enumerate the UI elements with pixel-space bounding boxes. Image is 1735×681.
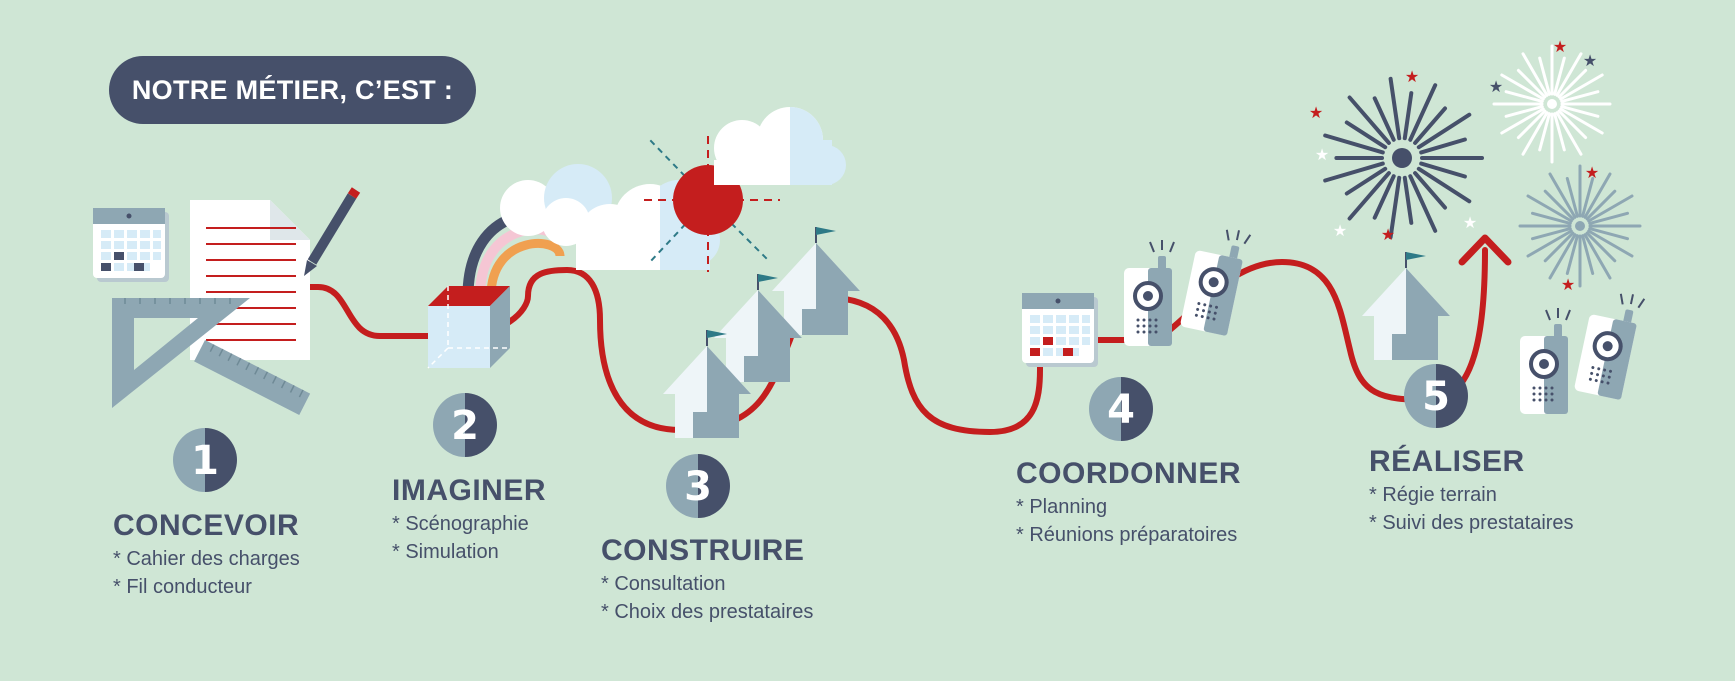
header-title: NOTRE MÉTIER, C’EST : (131, 74, 454, 105)
step-title: IMAGINER (392, 474, 546, 507)
cloud-icon (714, 107, 846, 185)
step-number-badge-5: 5 (1404, 364, 1468, 428)
step-concevoir: CONCEVOIR * Cahier des charges * Fil con… (113, 507, 300, 601)
step-number-badge-2: 2 (433, 393, 497, 457)
svg-text:★: ★ (1585, 163, 1599, 182)
walkie-talkie-icon (1177, 220, 1253, 339)
firework-icon (1323, 76, 1484, 240)
svg-text:★: ★ (1561, 275, 1575, 294)
step-number: 5 (1422, 374, 1450, 420)
firework-icon (1492, 44, 1612, 164)
svg-text:★: ★ (1333, 221, 1347, 240)
step-item: * Scénographie (392, 513, 529, 535)
step-coordonner: COORDONNER * Planning * Réunions prépara… (1016, 455, 1241, 549)
walkie-talkie-icon (1518, 306, 1572, 416)
step-item: * Consultation (601, 573, 726, 595)
step-title: CONCEVOIR (113, 509, 300, 542)
header-pill: NOTRE MÉTIER, C’EST : (109, 56, 476, 124)
step-number: 2 (451, 403, 479, 449)
step-title: RÉALISER (1369, 445, 1525, 478)
svg-text:★: ★ (1463, 213, 1477, 232)
svg-text:★: ★ (1381, 225, 1395, 244)
step-item: * Réunions préparatoires (1016, 524, 1238, 546)
house-icon (771, 226, 861, 336)
step-item: * Planning (1016, 496, 1108, 518)
svg-text:★: ★ (1489, 77, 1503, 96)
svg-text:★: ★ (1405, 67, 1419, 86)
ruler-icon (194, 340, 311, 415)
step-number: 1 (191, 438, 219, 484)
step-item: * Fil conducteur (113, 576, 252, 598)
svg-text:★: ★ (1309, 103, 1323, 122)
box-icon (427, 286, 510, 369)
step-title: CONSTRUIRE (601, 534, 805, 567)
step-item: * Cahier des charges (113, 548, 300, 570)
step-item: * Simulation (392, 541, 499, 563)
step-number-badge-3: 3 (666, 454, 730, 518)
step-construire: CONSTRUIRE * Consultation * Choix des pr… (601, 532, 813, 626)
pencil-icon (304, 187, 361, 276)
house-icon (1361, 251, 1451, 361)
process-path (202, 247, 1488, 436)
svg-text:★: ★ (1553, 37, 1567, 56)
step-item: * Régie terrain (1369, 484, 1497, 506)
step-item: * Suivi des prestataires (1369, 512, 1574, 534)
document-icon (190, 200, 310, 360)
walkie-talkie-icon (1122, 238, 1176, 348)
step-number: 3 (684, 464, 712, 510)
calendar-marks (101, 252, 144, 271)
step-title: COORDONNER (1016, 457, 1242, 490)
fireworks (1323, 44, 1642, 288)
walkie-talkie-icon (1571, 284, 1647, 403)
stars: ★ ★ ★ ★ ★ ★ ★ ★ ★ ★ ★ (1309, 37, 1599, 294)
step-number: 4 (1107, 387, 1135, 433)
calendar-marks (1030, 337, 1073, 356)
svg-text:★: ★ (1583, 51, 1597, 70)
firework-icon (1518, 164, 1642, 288)
set-square-icon (112, 298, 250, 408)
step-item: * Choix des prestataires (601, 601, 814, 623)
svg-text:★: ★ (1315, 145, 1329, 164)
step-number-badge-1: 1 (173, 428, 237, 492)
cloud-icon (500, 164, 612, 246)
step-number-badge-4: 4 (1089, 377, 1153, 441)
step-imaginer: IMAGINER * Scénographie * Simulation (392, 472, 546, 566)
arrow-up-icon (1458, 234, 1512, 266)
step-realiser: RÉALISER * Régie terrain * Suivi des pre… (1369, 443, 1574, 537)
